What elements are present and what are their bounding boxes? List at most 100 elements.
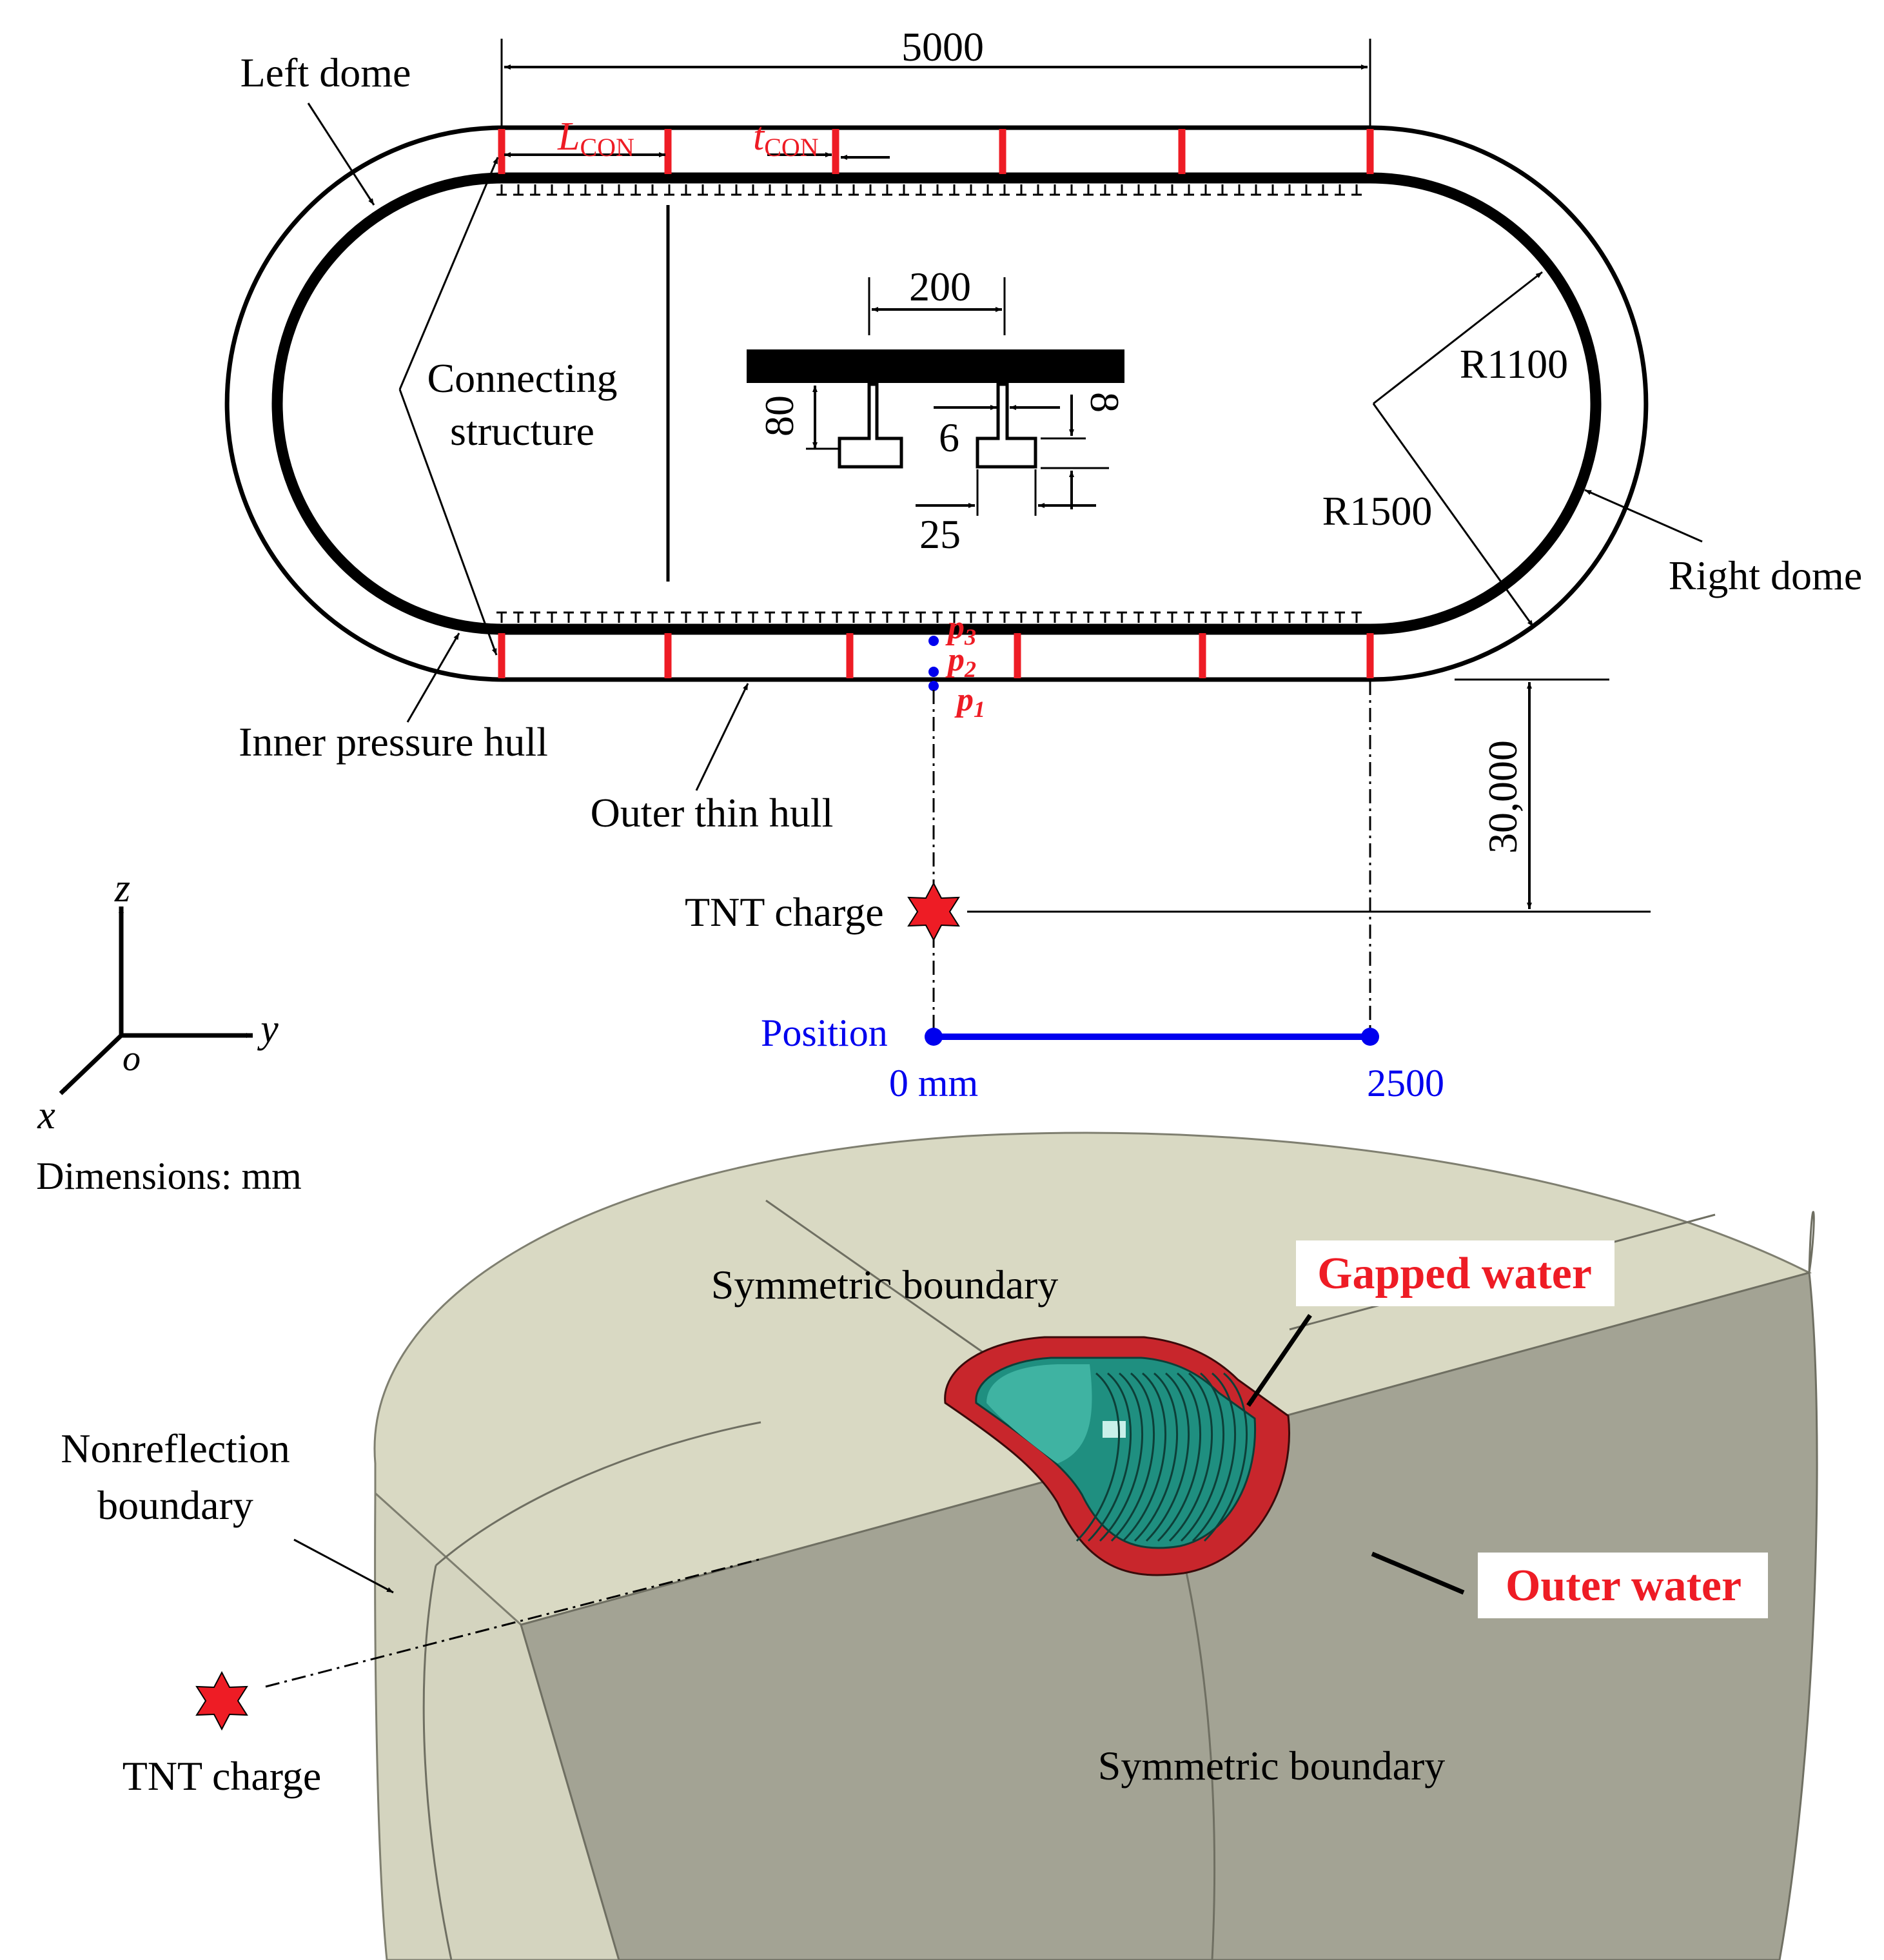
hull-stiffener (1150, 611, 1161, 623)
hull-stiffener (1133, 184, 1144, 196)
hull-stiffener (832, 611, 842, 623)
hull-stiffener (1167, 184, 1177, 196)
hull-stiffener (513, 611, 524, 623)
detail-stiffener-right (976, 382, 1037, 469)
units-label: Dimensions: mm (36, 1155, 302, 1197)
ring-stiffener (1133, 1372, 1178, 1542)
hull-stiffener (731, 184, 741, 196)
right-dome-arrow (1584, 489, 1703, 543)
p2-label: p2 (945, 642, 976, 682)
axis-origin-label: o (123, 1039, 141, 1079)
hull-stiffener (1284, 611, 1295, 623)
hull-stiffener (597, 611, 607, 623)
hull-stiffener (1234, 611, 1244, 623)
dim-web: 6 (939, 415, 959, 460)
hull-stiffener (614, 184, 624, 196)
hull-schematic: 5000 LCON tCON Left dome Right dome Conn… (36, 24, 1862, 1197)
hull-stiffener (513, 184, 524, 196)
ring-stiffener (1087, 1372, 1132, 1542)
standoff-label: 30,000 (1480, 740, 1526, 854)
hull-stiffener (631, 184, 641, 196)
hull-stiffener (647, 611, 658, 623)
hull-stiffener (999, 611, 1010, 623)
lcon-label: LCON (557, 115, 634, 162)
ring-stiffener (1145, 1372, 1190, 1542)
hull-stiffener (966, 184, 976, 196)
hull-stiffener (832, 184, 842, 196)
hull-stiffener (1318, 184, 1328, 196)
tcon-label: tCON (753, 115, 819, 162)
hull-stiffener (1083, 611, 1094, 623)
hull-stiffener (1033, 611, 1043, 623)
axis-y-label: y (257, 1007, 279, 1051)
hull-stiffener (899, 611, 909, 623)
nonreflection-label-2: boundary (97, 1482, 253, 1528)
stiffener-detail: 200 80 6 8 25 (747, 264, 1128, 557)
fluid-domain-model: Symmetric boundary Symmetric boundary Ga… (61, 1132, 1818, 1960)
top-stiffeners (496, 184, 1362, 196)
hull-stiffener (1167, 611, 1177, 623)
hull-stiffener (1150, 184, 1161, 196)
position-end-dot (1361, 1028, 1379, 1046)
inner-pressure-hull (271, 172, 1602, 635)
connecting-label-1: Connecting (427, 355, 617, 401)
nonreflection-arrow (293, 1538, 394, 1594)
hull-stiffener (1016, 184, 1026, 196)
hull-stiffener (1066, 611, 1077, 623)
hull-stiffener (530, 611, 540, 623)
hull-stiffener (1284, 184, 1295, 196)
hull-stiffener (564, 184, 574, 196)
ring-stiffener (1122, 1372, 1166, 1542)
hull-stiffener (496, 184, 507, 196)
hull-stiffener (1217, 184, 1228, 196)
hull-stiffener (1100, 184, 1110, 196)
ring-stiffener (1192, 1372, 1236, 1542)
connecting-label-2: structure (450, 408, 594, 454)
hull-stiffener (681, 184, 691, 196)
hull-stiffener (1100, 611, 1110, 623)
hull-stiffener (1318, 611, 1328, 623)
dim-flange-w: 25 (919, 511, 961, 557)
ring-stiffener (1157, 1372, 1201, 1542)
position-start-label: 0 mm (889, 1062, 978, 1104)
dome-glint (1103, 1421, 1126, 1438)
hull-stiffener (1033, 184, 1043, 196)
tnt-label-top: TNT charge (685, 889, 884, 935)
hull-stiffener (748, 184, 758, 196)
ring-stiffener (1099, 1372, 1143, 1542)
inner-hull-label: Inner pressure hull (239, 719, 548, 765)
sym-boundary-side-label: Symmetric boundary (1098, 1743, 1446, 1788)
p3-label: p3 (945, 609, 976, 650)
position-label: Position (761, 1012, 888, 1054)
left-dome-arrow (307, 103, 375, 206)
ring-stiffener (1180, 1372, 1224, 1542)
hull-stiffener (580, 611, 591, 623)
hull-stiffener (932, 184, 943, 196)
hull-stiffener (865, 184, 876, 196)
hull-stiffener (1117, 611, 1127, 623)
hull-stiffener (547, 184, 557, 196)
hull-stiffener (614, 611, 624, 623)
hull-stiffener (597, 184, 607, 196)
point-p1 (928, 681, 939, 691)
hull-stiffener (1016, 611, 1026, 623)
r-outer-label: R1500 (1322, 488, 1433, 534)
hull-stiffener (781, 184, 792, 196)
hull-stiffener (547, 611, 557, 623)
hull-stiffener (849, 611, 859, 623)
coordinate-axes (59, 906, 253, 1095)
p1-label: p1 (954, 681, 985, 722)
hull-stiffener (580, 184, 591, 196)
connecting-structures (498, 129, 1374, 678)
hull-stiffener (882, 611, 892, 623)
hull-stiffener (882, 184, 892, 196)
hull-stiffener (714, 184, 725, 196)
hull-stiffener (983, 184, 993, 196)
hull-stiffener (698, 611, 708, 623)
hull-stiffener (983, 611, 993, 623)
hull-stiffener (1117, 184, 1127, 196)
dome-highlight (986, 1364, 1092, 1464)
outer-hull-label: Outer thin hull (591, 790, 834, 836)
hull-stiffener (496, 611, 507, 623)
